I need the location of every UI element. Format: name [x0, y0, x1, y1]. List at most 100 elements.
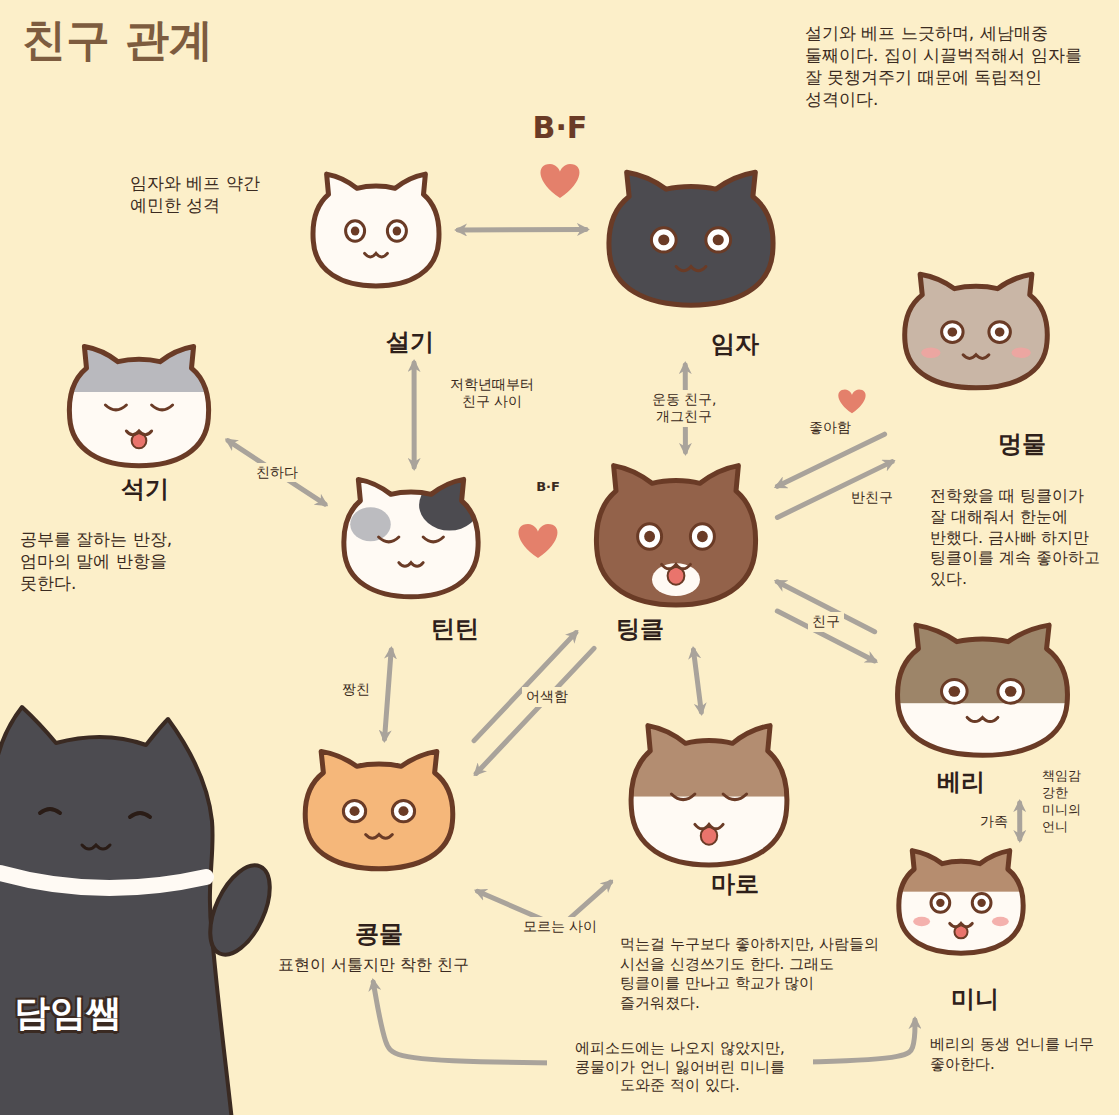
eye — [998, 680, 1024, 704]
teacher-eye — [40, 809, 60, 813]
cat-face — [580, 458, 772, 610]
cat-face — [880, 618, 1085, 760]
fur-base — [592, 165, 790, 310]
fur-base — [300, 168, 452, 290]
relation-arrow — [1017, 803, 1022, 839]
fur-base — [290, 745, 468, 873]
eye — [942, 322, 964, 343]
fur-top — [886, 845, 1036, 892]
teacher-figure: 담임쌤 — [0, 705, 285, 1115]
node-name: 멍물 — [998, 430, 1046, 459]
fur-base — [880, 618, 1085, 760]
eye — [972, 894, 991, 913]
head-outline — [313, 174, 439, 286]
blush — [992, 917, 1009, 926]
note-label: 책임감 강한 미니의 언니 — [1042, 768, 1104, 836]
cat-node: 미니베리의 동생 언니를 너무 좋아한다. — [886, 845, 1036, 1014]
edge-label: 운동 친구, 개그친구 — [638, 390, 730, 427]
pupil — [393, 226, 402, 235]
eye — [387, 221, 406, 241]
pupil — [658, 234, 669, 245]
heart-symbol — [541, 164, 580, 198]
fur — [55, 340, 223, 470]
head-outline — [898, 625, 1068, 755]
eye — [942, 680, 968, 704]
closed-eye — [723, 794, 747, 800]
pupil — [936, 899, 944, 907]
mouth — [967, 717, 998, 721]
relation-arrow — [412, 363, 417, 467]
node-description: 임자와 베프 약간 예민한 성격 — [130, 172, 298, 216]
eye — [392, 800, 414, 821]
bf-mark: B·F — [536, 479, 560, 496]
fur — [300, 168, 452, 290]
mouth — [662, 564, 691, 568]
mouth — [963, 355, 989, 359]
edge-label: 반친구 — [847, 488, 897, 508]
cat-face — [300, 168, 452, 290]
mouth — [950, 923, 973, 926]
node-name: 마로 — [711, 870, 759, 899]
edge-label: 가족 — [976, 812, 1012, 832]
eye — [989, 322, 1011, 343]
eye — [638, 524, 662, 549]
fur-base — [615, 718, 803, 870]
cat-node: 멍물전학왔을 때 팅클이가 잘 대해줘서 한눈에 반했다. 금사빠 하지만 팅클… — [890, 268, 1062, 459]
node-name: 콩물 — [355, 920, 403, 949]
closed-eye — [671, 794, 695, 800]
teacher-arm — [198, 856, 282, 963]
teacher-collar — [0, 873, 206, 888]
edge-label: 모르는 사이 — [519, 917, 601, 937]
pupil — [644, 531, 655, 542]
eye — [651, 228, 676, 252]
heart-symbol — [838, 389, 865, 413]
fur — [592, 165, 790, 310]
edge-label: 어색함 — [522, 687, 572, 707]
cat-node: 석기공부를 잘하는 반장, 엄마의 말에 반항을 못한다. — [55, 340, 223, 504]
fur — [890, 268, 1062, 392]
node-description: 먹는걸 누구보다 좋아하지만, 사람들의 시선을 신경쓰기도 한다. 그래도 팅… — [620, 935, 882, 1013]
muzzle — [652, 563, 700, 596]
head-outline — [344, 479, 478, 596]
cat-node: 임자설기와 베프 느긋하며, 세남매중 둘째이다. 집이 시끌벅적해서 임자를 … — [592, 165, 790, 359]
mouth — [126, 431, 151, 435]
cat-node: 콩물표현이 서툴지만 착한 친구 — [278, 745, 472, 976]
pupil — [995, 327, 1005, 336]
relation-arrow — [777, 611, 874, 661]
node-description: 표현이 서툴지만 착한 친구 — [278, 955, 469, 976]
relation-arrow — [385, 650, 392, 739]
heart-symbol — [519, 524, 558, 558]
closed-eye — [105, 405, 126, 410]
closed-eye — [423, 537, 443, 542]
fur-base — [890, 268, 1062, 392]
head-outline — [305, 751, 453, 868]
fur — [330, 473, 492, 601]
pupil — [713, 234, 724, 245]
pupil — [977, 899, 985, 907]
cat-face — [330, 473, 492, 601]
fur-patch — [419, 479, 480, 530]
head-outline — [631, 726, 787, 865]
edge-label: 좋아함 — [805, 418, 855, 438]
pupil — [398, 806, 408, 816]
node-name: 미니 — [951, 985, 999, 1014]
teacher-mouth — [82, 845, 110, 849]
edge-label: 짱친 — [338, 680, 374, 700]
head-outline — [899, 851, 1023, 954]
relation-arrow — [777, 434, 884, 486]
mouth — [365, 253, 388, 257]
node-description: 베리의 동생 언니를 너무 좋아한다. — [930, 1035, 1102, 1074]
fur-base — [886, 845, 1036, 957]
node-description: 공부를 잘하는 반장, 엄마의 말에 반항을 못한다. — [20, 528, 210, 594]
blush — [921, 348, 940, 358]
edge-label: 에피소드에는 나오지 않았지만, 콩물이가 언니 잃어버린 미니를 도와준 적이… — [547, 1038, 813, 1096]
relation-arrow — [693, 650, 701, 712]
relation-arrow — [458, 227, 586, 233]
fur — [580, 458, 772, 610]
node-name: 설기 — [386, 328, 434, 357]
eye — [346, 221, 365, 241]
teacher-drawing — [0, 705, 285, 1115]
fur — [615, 718, 803, 870]
mouth — [676, 267, 706, 271]
